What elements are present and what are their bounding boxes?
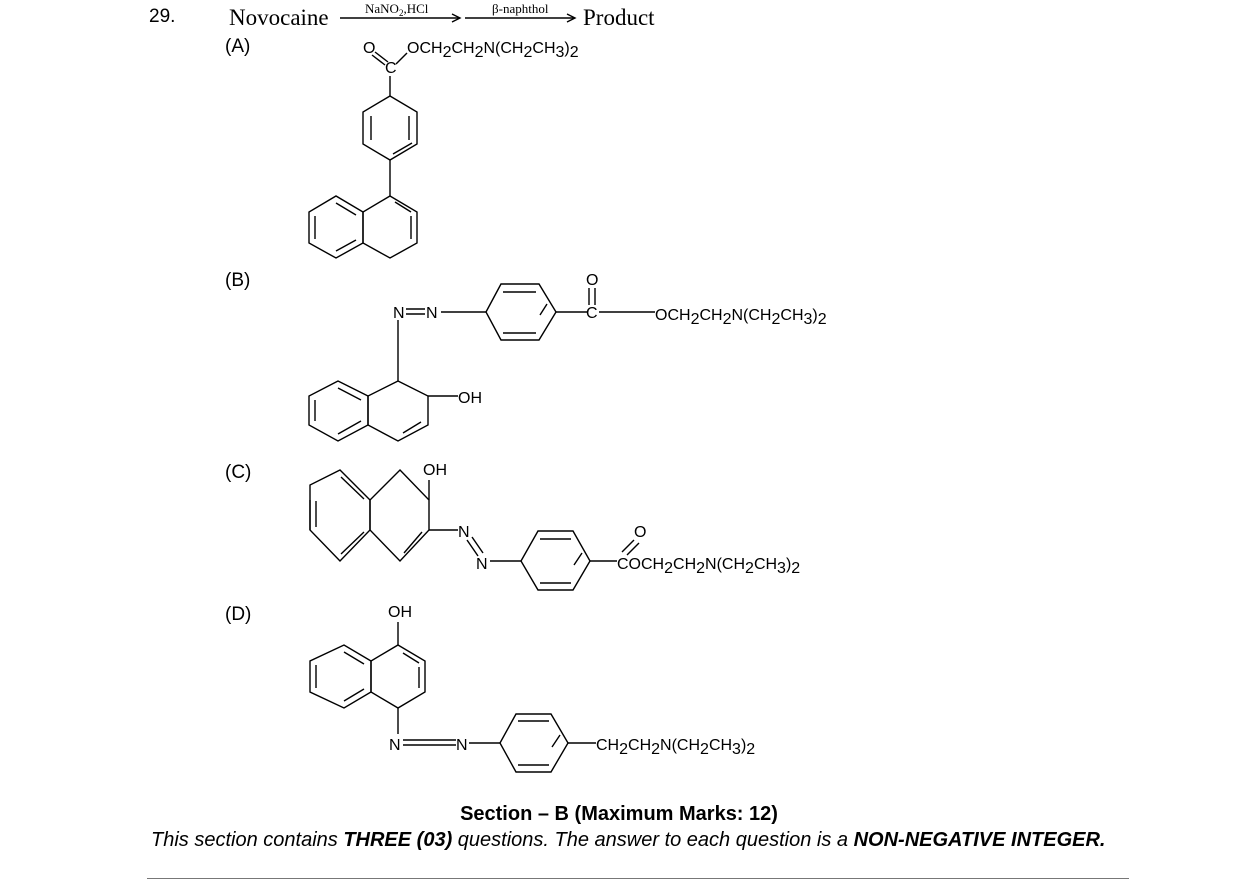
- carbonyl-oxygen-b: O: [586, 272, 598, 289]
- ester-chain: OCH2CH2N(CH2CH3)2: [407, 40, 579, 61]
- ester-chain-b: OCH2CH2N(CH2CH3)2: [655, 307, 827, 328]
- product-label: Product: [583, 5, 655, 30]
- section-title: Section – B (Maximum Marks: 12): [460, 803, 778, 825]
- option-b-label[interactable]: (B): [225, 270, 251, 291]
- alkyl-chain-d: CH2CH2N(CH2CH3)2: [596, 737, 755, 758]
- hydroxyl-d: OH: [388, 604, 412, 621]
- structure-d: OH N N CH2CH2N(CH2CH3)2: [309, 604, 755, 773]
- option-d-label[interactable]: (D): [225, 604, 252, 625]
- carbonyl-oxygen: O: [363, 40, 375, 57]
- hydroxyl-b: OH: [458, 390, 482, 407]
- carbonyl-carbon-b: C: [586, 305, 598, 322]
- azo-nitrogen-c1: N: [458, 524, 470, 541]
- question-number: 29.: [149, 6, 176, 27]
- structure-c: OH N N O COCH2CH2N(CH2CH3)2: [309, 462, 800, 591]
- structure-b: N N C O OCH2CH2N(CH2CH3)2 OH: [308, 272, 827, 442]
- reactant-name: Novocaine: [229, 5, 329, 30]
- option-a-label[interactable]: (A): [225, 36, 251, 57]
- azo-nitrogen-d1: N: [389, 737, 401, 754]
- section-divider: [147, 878, 1129, 879]
- option-c-label[interactable]: (C): [225, 462, 252, 483]
- azo-nitrogen-c2: N: [476, 556, 488, 573]
- azo-nitrogen-1: N: [393, 305, 405, 322]
- chemistry-structures: Novocaine NaNO2,HCl β-naphthol Product O…: [229, 1, 827, 773]
- carbonyl-oxygen-c: O: [634, 524, 646, 541]
- azo-nitrogen-d2: N: [456, 737, 468, 754]
- structure-a: O C OCH2CH2N(CH2CH3)2: [308, 40, 579, 259]
- reagent-2: β-naphthol: [492, 1, 549, 16]
- section-instructions: This section contains THREE (03) questio…: [151, 829, 1106, 851]
- ester-chain-c: COCH2CH2N(CH2CH3)2: [617, 556, 800, 577]
- azo-nitrogen-2: N: [426, 305, 438, 322]
- hydroxyl-c: OH: [423, 462, 447, 479]
- carbonyl-carbon: C: [385, 60, 397, 77]
- reaction-scheme: Novocaine NaNO2,HCl β-naphthol Product: [229, 1, 655, 30]
- reagent-1: NaNO2,HCl: [365, 1, 429, 18]
